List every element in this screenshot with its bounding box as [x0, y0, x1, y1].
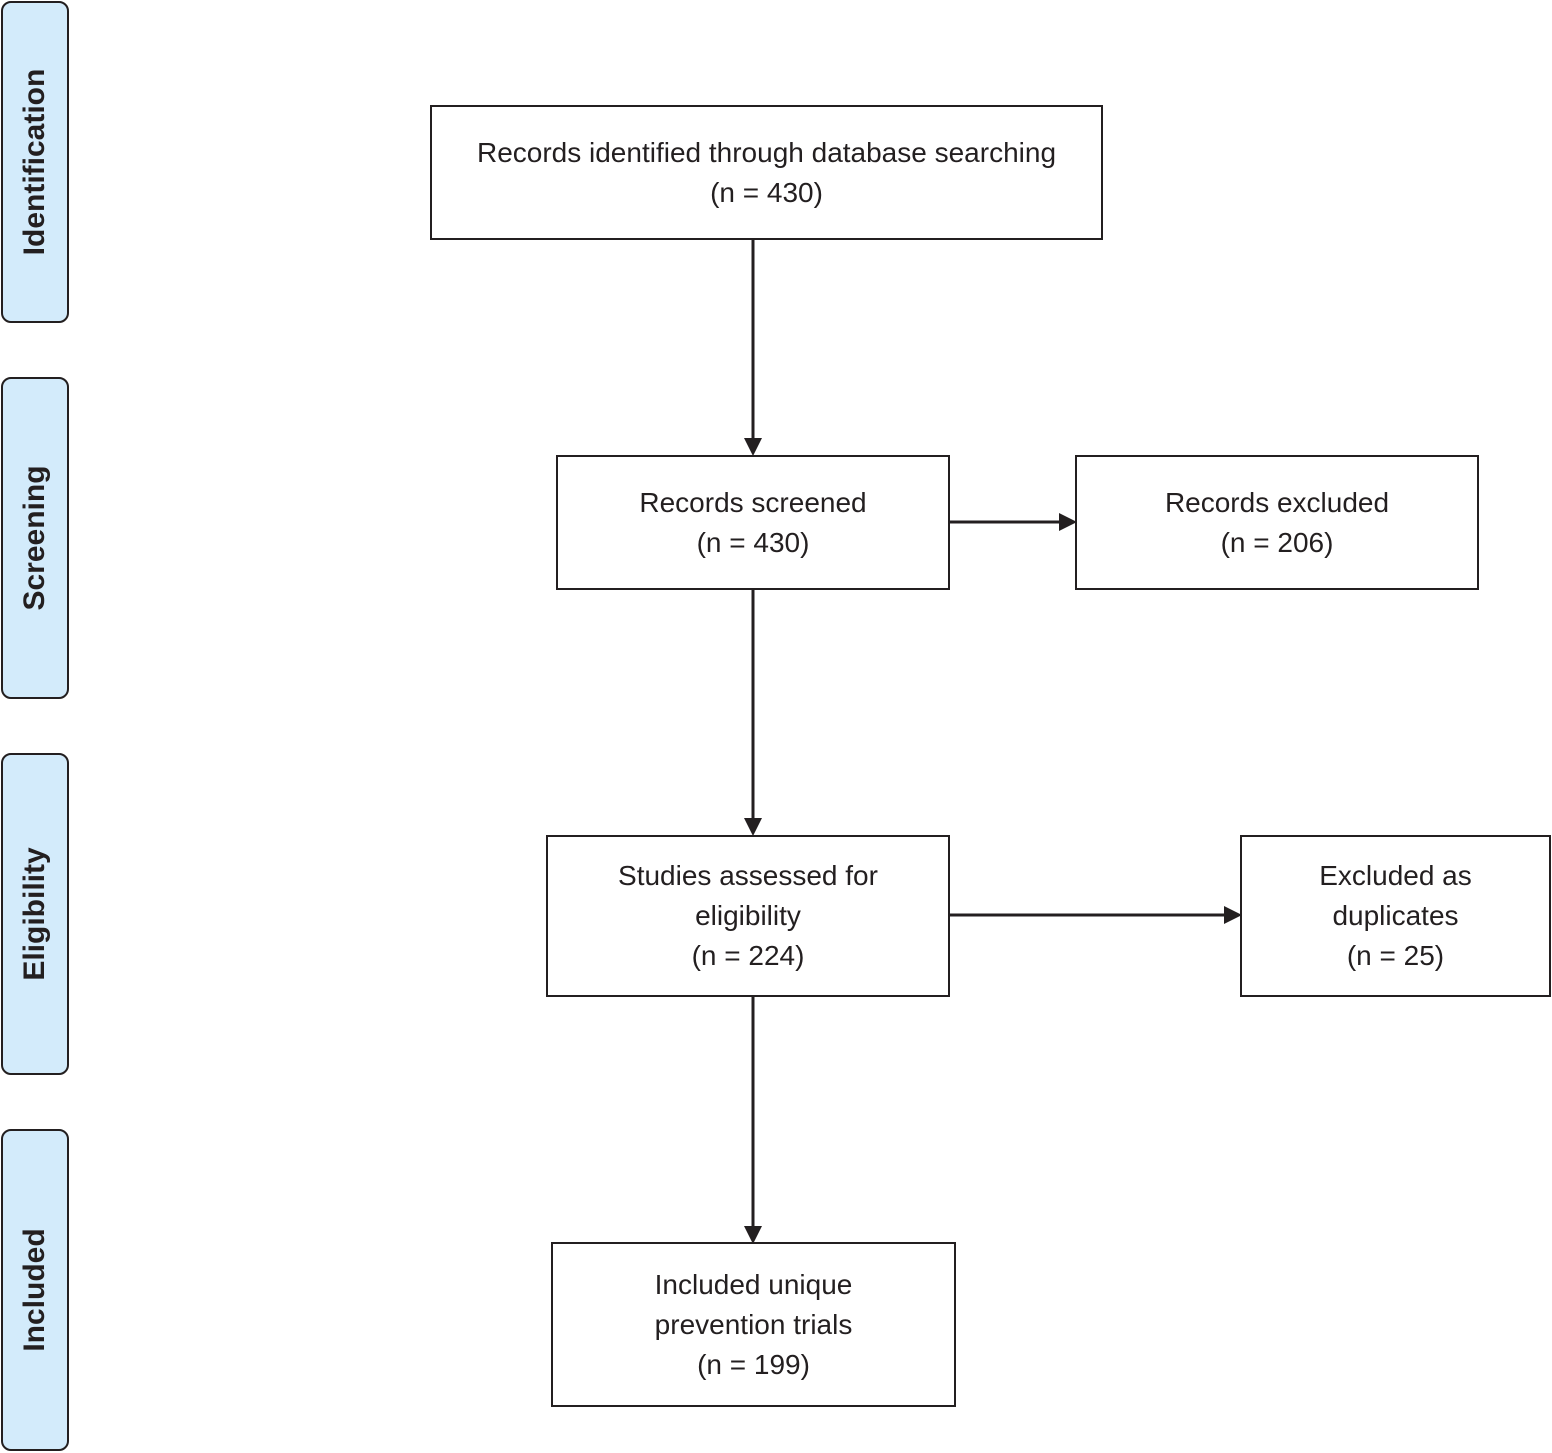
box-records-identified-text: Records identified through database sear…: [476, 136, 1057, 168]
stage-identification: Identification: [1, 1, 69, 323]
box-records-excluded: Records excluded (n = 206): [1075, 455, 1479, 590]
stage-screening: Screening: [1, 377, 69, 699]
box-excluded-duplicates-text-2: duplicates: [1332, 900, 1459, 931]
box-studies-assessed-count: (n = 224): [691, 940, 805, 971]
stage-eligibility: Eligibility: [1, 753, 69, 1075]
box-studies-assessed-text-2: eligibility: [695, 900, 801, 931]
box-excluded-duplicates-text-1: Excluded as: [1319, 860, 1472, 891]
box-records-screened: Records screened (n = 430): [556, 455, 950, 590]
box-records-identified-count: (n = 430): [710, 176, 823, 208]
box-excluded-duplicates-count: (n = 25): [1346, 940, 1445, 971]
box-included-trials: Included unique prevention trials (n = 1…: [551, 1242, 956, 1407]
box-studies-assessed-text-1: Studies assessed for: [618, 860, 878, 891]
stage-included: Included: [1, 1129, 69, 1451]
box-included-trials-text-2: prevention trials: [654, 1308, 853, 1340]
box-studies-assessed: Studies assessed for eligibility (n = 22…: [546, 835, 950, 997]
arrowhead-included: [744, 1226, 762, 1244]
box-records-screened-text: Records screened: [639, 486, 867, 518]
arrowhead-screened: [744, 438, 762, 456]
box-records-excluded-text: Records excluded: [1164, 486, 1390, 518]
box-records-identified: Records identified through database sear…: [430, 105, 1103, 240]
box-included-trials-text-1: Included unique: [654, 1268, 853, 1300]
box-excluded-duplicates: Excluded as duplicates (n = 25): [1240, 835, 1551, 997]
box-included-trials-count: (n = 199): [697, 1348, 810, 1380]
arrowhead-excluded: [1059, 513, 1077, 531]
box-records-excluded-count: (n = 206): [1220, 526, 1334, 558]
arrowhead-duplicates: [1224, 906, 1242, 924]
box-records-screened-count: (n = 430): [696, 526, 810, 558]
arrowhead-assessed: [744, 818, 762, 836]
